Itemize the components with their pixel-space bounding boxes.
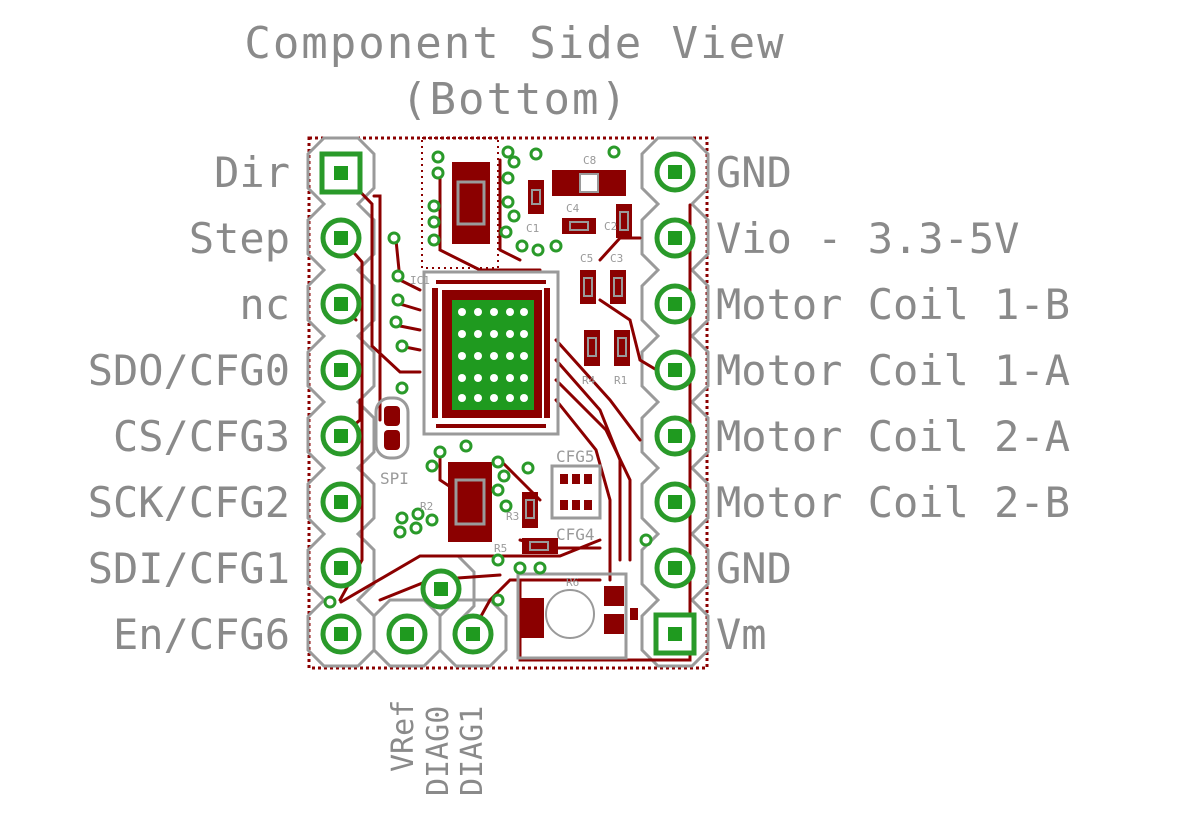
- svg-text:C8: C8: [583, 154, 596, 167]
- svg-text:CFG5: CFG5: [556, 447, 595, 466]
- ic-outline: [422, 270, 560, 436]
- svg-text:R5: R5: [494, 542, 507, 555]
- svg-text:R6: R6: [566, 576, 579, 589]
- component-designators: C8 C1 C2 C4 C5 C3 IC1 R4 R1 SPI CFG5 CFG…: [380, 154, 627, 589]
- svg-text:C4: C4: [566, 202, 580, 215]
- left-header-pads: [319, 151, 363, 655]
- svg-text:R3: R3: [506, 510, 519, 523]
- vias: [323, 145, 653, 609]
- pin-label-dir: Dir: [214, 148, 290, 197]
- pin-label-en-cfg6: En/CFG6: [112, 610, 290, 659]
- pin-label-cs-cfg3: CS/CFG3: [112, 412, 290, 461]
- pin-label-nc: nc: [239, 280, 290, 329]
- cfg-jumper-outline: [550, 464, 602, 520]
- pin-pad-vm: [653, 612, 697, 656]
- right-header-silkscreen: [640, 136, 710, 668]
- board-outline: [307, 136, 709, 670]
- svg-text:IC1: IC1: [410, 274, 430, 287]
- pin-label-gnd-top: GND: [716, 148, 792, 197]
- svg-text:R2: R2: [420, 500, 433, 513]
- pin-label-step: Step: [188, 214, 290, 263]
- pin-label-coil-2a: Motor Coil 2-A: [716, 412, 1071, 461]
- left-header-silkscreen: [306, 136, 376, 668]
- right-header-pads: [653, 151, 697, 656]
- svg-text:C2: C2: [604, 220, 617, 233]
- ic-pin-pads: [432, 280, 550, 428]
- ic-thermal-vias: [452, 300, 534, 410]
- svg-text:CFG4: CFG4: [556, 525, 595, 544]
- pin-label-vio: Vio - 3.3-5V: [716, 214, 1020, 263]
- svg-text:C3: C3: [610, 252, 623, 265]
- spi-jumper-outline: [374, 396, 410, 460]
- pin-label-vm: Vm: [716, 610, 767, 659]
- pin-label-coil-1b: Motor Coil 1-B: [716, 280, 1071, 329]
- smd-passives: [522, 180, 632, 554]
- bottom-header-pads: [386, 568, 494, 655]
- svg-text:C5: C5: [580, 252, 593, 265]
- pin-label-sck-cfg2: SCK/CFG2: [87, 478, 290, 527]
- svg-text:R1: R1: [614, 374, 627, 387]
- pin-label-gnd-bottom: GND: [716, 544, 792, 593]
- diagram-title-line1: Component Side View: [244, 18, 786, 69]
- potentiometer-knob[interactable]: [545, 589, 595, 639]
- pin-label-sdi-cfg1: SDI/CFG1: [87, 544, 290, 593]
- potentiometer-outline: [516, 572, 628, 660]
- pin-label-sdo-cfg0: SDO/CFG0: [87, 346, 290, 395]
- pin-label-coil-2b: Motor Coil 2-B: [716, 478, 1071, 527]
- svg-text:C1: C1: [526, 222, 539, 235]
- pin-label-coil-1a: Motor Coil 1-A: [716, 346, 1071, 395]
- diagram-title-line2: (Bottom): [401, 74, 629, 125]
- svg-text:SPI: SPI: [380, 469, 409, 488]
- svg-text:R4: R4: [582, 374, 596, 387]
